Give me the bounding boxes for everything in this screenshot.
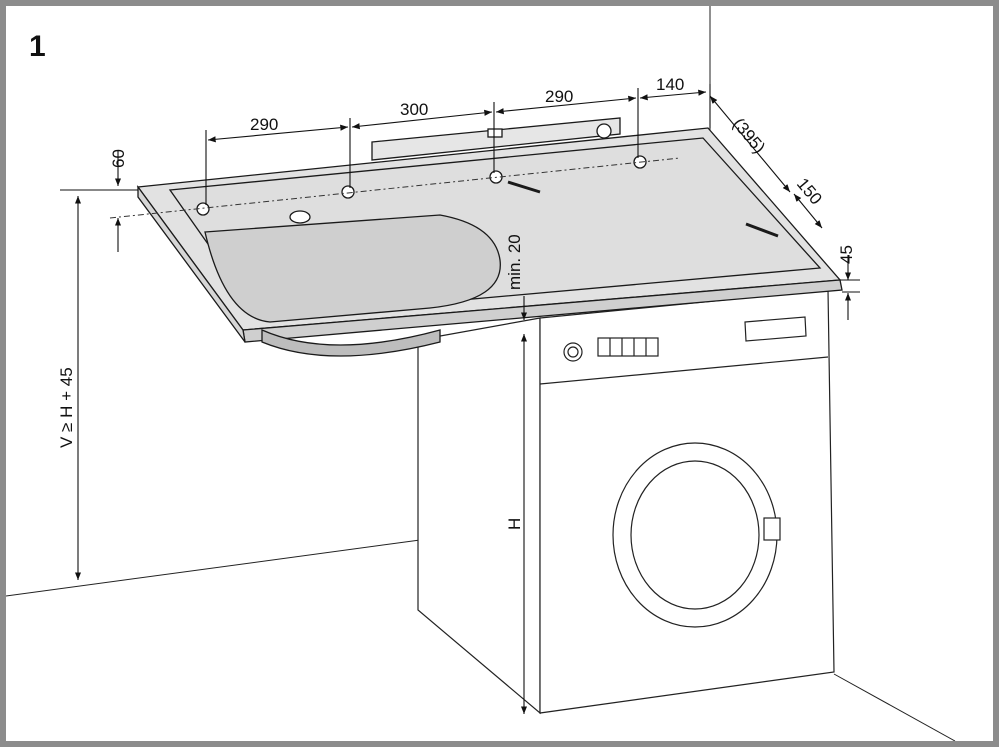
washing-machine [417, 289, 835, 715]
dimension-lines [60, 84, 860, 714]
basin [204, 214, 501, 323]
basin-bottom [261, 329, 441, 357]
pencil-mark [507, 180, 541, 194]
overflow-symbol [596, 123, 612, 139]
dim-lip-height: 45 [837, 245, 856, 264]
figure-frame: 1 [6, 6, 993, 741]
figure-number: 1 [29, 30, 46, 63]
mounting-line [109, 157, 681, 219]
dim-rim-height: 60 [109, 149, 128, 168]
dim-side-offset: 150 [793, 174, 826, 208]
dim-side-depth: (395) [729, 114, 769, 157]
dim-top-3: 290 [545, 87, 573, 106]
sink-worktop [136, 117, 843, 357]
dim-top-1: 290 [250, 115, 278, 134]
control-buttons [597, 337, 659, 357]
backsplash [371, 117, 621, 161]
tap-hole [289, 210, 311, 224]
machine-side [417, 317, 541, 715]
worktop-left-edge [137, 185, 246, 343]
door-handle [763, 517, 781, 541]
dim-clearance: min. 20 [505, 234, 524, 290]
door-glass [630, 460, 760, 610]
dim-top-2: 300 [400, 100, 428, 119]
pencil-mark-2 [745, 222, 779, 238]
dim-appliance-height: H [505, 518, 524, 530]
detergent-drawer [744, 316, 807, 342]
dim-mount-height: V ≥ H + 45 [57, 367, 76, 448]
installation-diagram: 290 300 290 140 (395) 150 60 45 min. 20 … [6, 6, 956, 741]
dim-top-4: 140 [656, 75, 684, 94]
